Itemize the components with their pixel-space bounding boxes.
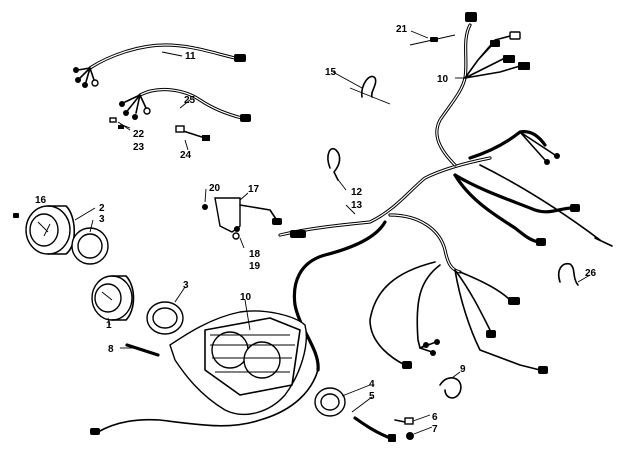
callout-13: 13 <box>351 200 363 211</box>
callout-12: 12 <box>351 187 363 198</box>
clip-15 <box>349 75 391 105</box>
sub-harness-25 <box>119 88 251 122</box>
bezel-ring-3a <box>71 227 109 265</box>
callout-labels: 11 25 22 23 24 16 2 3 3 1 10 8 20 17 18 … <box>35 24 597 435</box>
callout-6: 6 <box>432 412 438 423</box>
cap-7 <box>406 432 414 440</box>
bulb-16 <box>13 213 19 218</box>
callout-17: 17 <box>248 184 260 195</box>
callout-4: 4 <box>369 379 375 390</box>
callout-9: 9 <box>460 364 466 375</box>
sub-harness-11 <box>73 43 246 88</box>
callout-1: 1 <box>106 320 112 331</box>
callout-3b: 3 <box>183 280 189 291</box>
clip-9 <box>439 377 462 399</box>
leader-lines <box>74 30 591 435</box>
callout-24: 24 <box>180 150 192 161</box>
callout-3a: 3 <box>99 214 105 225</box>
clip-26 <box>557 262 579 286</box>
callout-21: 21 <box>396 24 408 35</box>
tachometer-gauge <box>91 275 135 321</box>
fuse-holder-24 <box>175 125 210 141</box>
callout-5: 5 <box>369 391 375 402</box>
callout-23: 23 <box>133 142 145 153</box>
callout-16: 16 <box>35 195 47 206</box>
cable-5 <box>353 416 396 442</box>
instrument-console <box>169 310 307 416</box>
callout-7: 7 <box>432 424 438 435</box>
callout-10b: 10 <box>437 74 449 85</box>
callout-2: 2 <box>99 203 105 214</box>
callout-18: 18 <box>249 249 261 260</box>
connector-6 <box>394 417 414 425</box>
grommet-4 <box>314 387 346 417</box>
callout-26: 26 <box>585 268 597 279</box>
callout-22: 22 <box>133 129 145 140</box>
callout-10a: 10 <box>240 292 252 303</box>
callout-11: 11 <box>185 51 196 62</box>
clip-12 <box>327 148 341 181</box>
callout-8: 8 <box>108 344 114 355</box>
callout-19: 19 <box>249 261 261 272</box>
callout-15: 15 <box>325 67 337 78</box>
callout-25: 25 <box>184 95 196 106</box>
rod-8 <box>125 343 160 357</box>
speedometer-gauge <box>25 205 76 255</box>
bracket-17 <box>202 197 282 240</box>
main-wiring-harness <box>90 12 613 435</box>
callout-20: 20 <box>209 183 221 194</box>
bezel-ring-3b <box>146 301 184 335</box>
connector-21 <box>409 34 456 46</box>
